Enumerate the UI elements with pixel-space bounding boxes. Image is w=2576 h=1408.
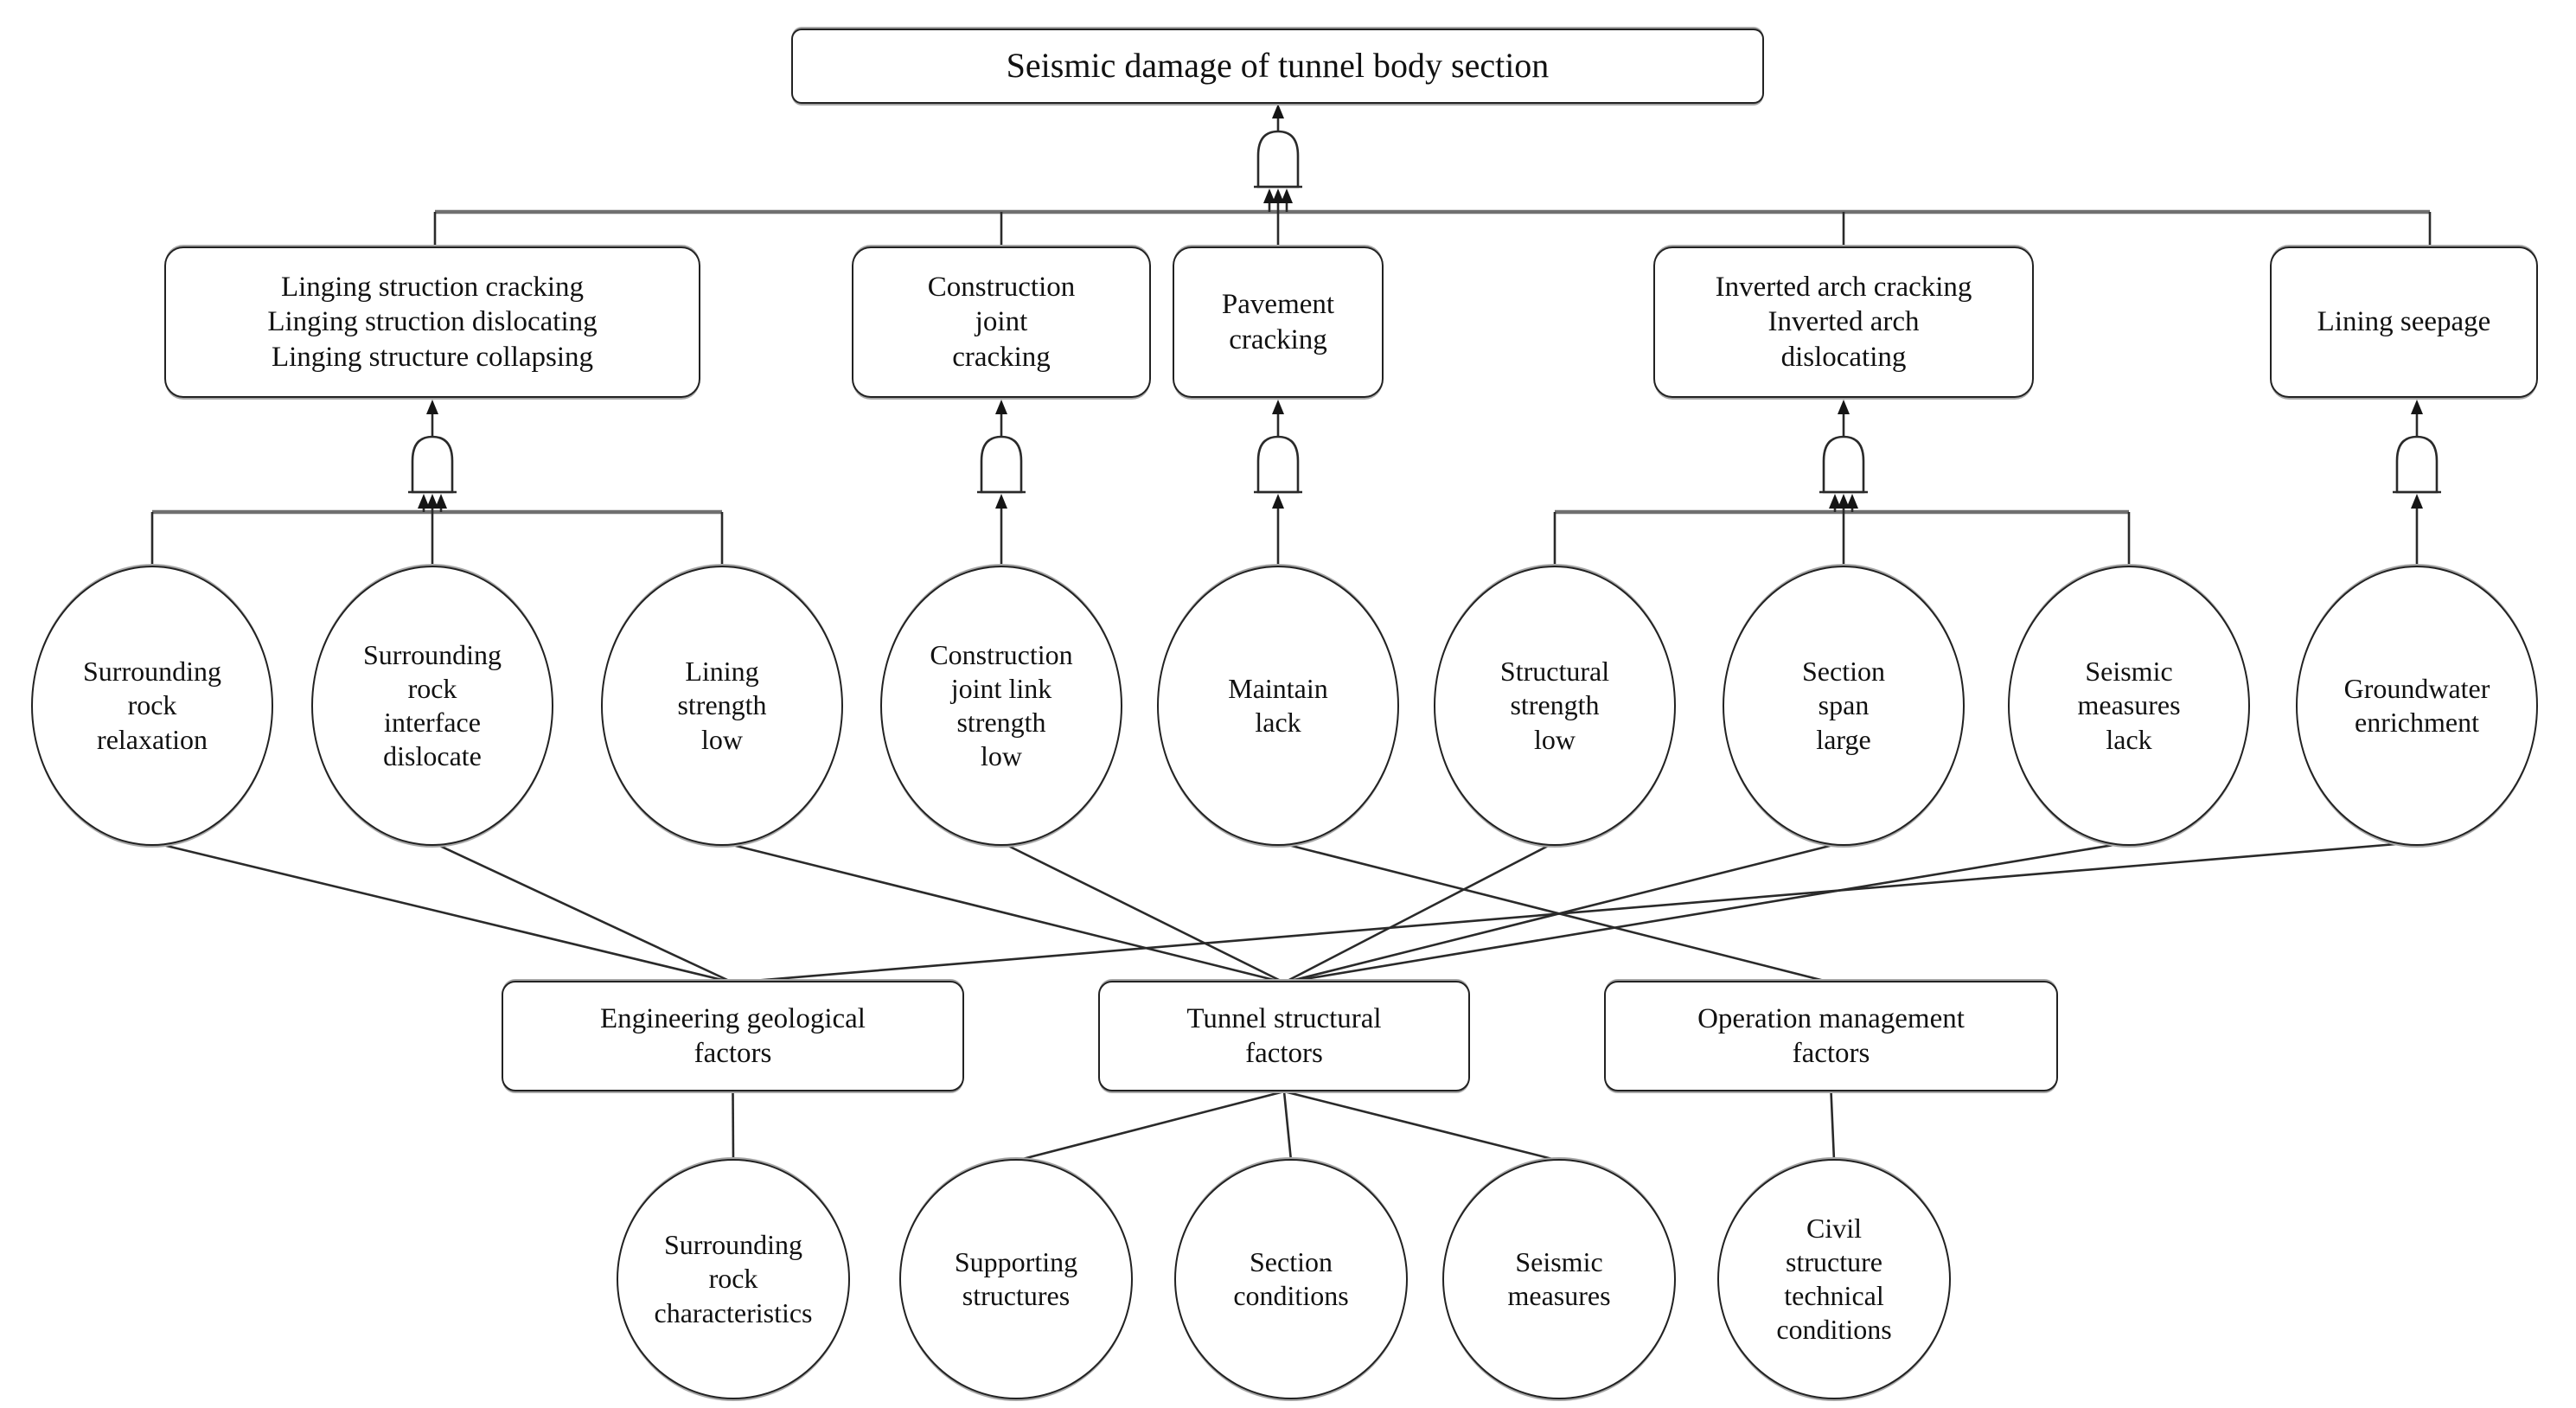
arrowhead-icon (2411, 494, 2423, 509)
and-gate-icon (977, 435, 1026, 494)
connector-line (1015, 1090, 1285, 1162)
event-ellipse-e6: Structural strength low (1434, 566, 1676, 846)
and-gate-icon (1819, 435, 1868, 494)
arrowhead-icon (1829, 494, 1841, 509)
arrowhead-icon (426, 400, 438, 414)
and-gate-icon (408, 435, 457, 494)
top-event-box: Seismic damage of tunnel body section (791, 29, 1764, 104)
event-ellipse-e9: Groundwater enrichment (2296, 566, 2538, 846)
arrowhead-icon (2411, 400, 2423, 414)
arrowhead-icon (435, 494, 447, 509)
event-box-b3: Pavement cracking (1173, 246, 1384, 398)
and-gate-icon (1254, 435, 1302, 494)
event-box-b4: Inverted arch cracking Inverted arch dis… (1653, 246, 2034, 398)
connector-line (732, 1091, 735, 1162)
event-box-b2: Construction joint cracking (852, 246, 1151, 398)
connector-line (1283, 841, 1556, 984)
arrowhead-icon (1272, 189, 1284, 203)
arrowhead-icon (1846, 494, 1858, 509)
arrowhead-icon (995, 494, 1007, 509)
event-ellipse-g2: Supporting structures (899, 1159, 1133, 1399)
event-ellipse-e2: Surrounding rock interface dislocate (311, 566, 553, 846)
connector-line (431, 841, 734, 984)
arrowhead-icon (1272, 400, 1284, 414)
event-box-b5: Lining seepage (2270, 246, 2538, 398)
arrowhead-icon (1263, 189, 1275, 203)
event-box-f3: Operation management factors (1604, 981, 2058, 1091)
arrowhead-icon (1281, 189, 1293, 203)
event-ellipse-e3: Lining strength low (601, 566, 843, 846)
connector-line (721, 841, 1285, 984)
arrowhead-icon (1838, 400, 1850, 414)
event-ellipse-e1: Surrounding rock relaxation (31, 566, 273, 846)
arrowhead-icon (426, 494, 438, 509)
event-box-b1: Linging struction cracking Linging struc… (164, 246, 700, 398)
connector-line (151, 841, 733, 984)
event-ellipse-e7: Section span large (1723, 566, 1965, 846)
arrowhead-icon (1272, 104, 1284, 118)
connector-line (1283, 841, 1844, 984)
event-ellipse-e8: Seismic measures lack (2008, 566, 2250, 846)
and-gate-icon (1254, 130, 1302, 189)
event-ellipse-g3: Section conditions (1174, 1159, 1408, 1399)
connector-line (1830, 1091, 1836, 1162)
arrowhead-icon (1272, 494, 1284, 509)
event-box-f1: Engineering geological factors (502, 981, 964, 1091)
arrowhead-icon (418, 494, 430, 509)
connector-line (1282, 1091, 1293, 1162)
event-ellipse-g5: Civil structure technical conditions (1717, 1159, 1951, 1399)
event-ellipse-e4: Construction joint link strength low (880, 566, 1122, 846)
arrowhead-icon (1838, 494, 1850, 509)
connector-line (1283, 1090, 1560, 1162)
and-gate-icon (2393, 435, 2441, 494)
connector-line (1277, 841, 1831, 984)
event-ellipse-e5: Maintain lack (1157, 566, 1399, 846)
connector-line (732, 841, 2418, 984)
arrowhead-icon (995, 400, 1007, 414)
event-ellipse-g1: Surrounding rock characteristics (617, 1159, 850, 1399)
connector-line (1000, 841, 1285, 984)
connector-line (1283, 841, 2130, 984)
event-ellipse-g4: Seismic measures (1442, 1159, 1676, 1399)
event-box-f2: Tunnel structural factors (1098, 981, 1470, 1091)
